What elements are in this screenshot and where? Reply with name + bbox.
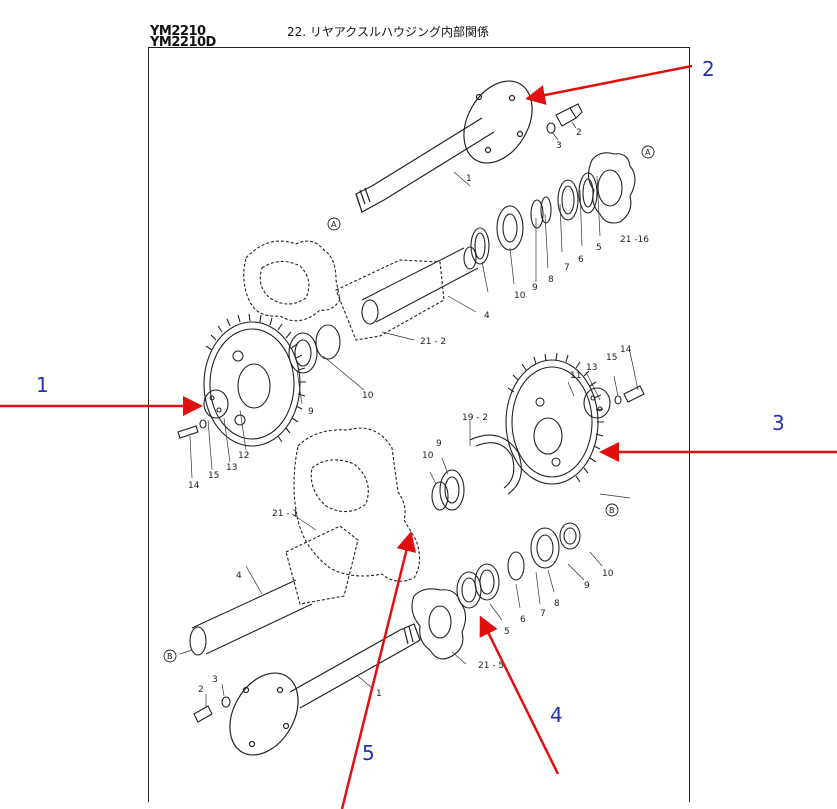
label-left-gear: 12 xyxy=(238,451,249,461)
callout-label-3: 3 xyxy=(772,411,785,435)
callout-arrow-2 xyxy=(525,64,693,105)
label-lower-seal: 6 xyxy=(520,615,526,625)
label-upper-ring8: 8 xyxy=(548,275,554,285)
label-lower-spacer: 10 xyxy=(602,569,614,579)
callout-label-2: 2 xyxy=(702,57,715,81)
callout-label-4: 4 xyxy=(550,703,563,727)
callout-arrow-4 xyxy=(479,615,560,775)
label-lower-bearing: 9 xyxy=(584,581,590,591)
svg-text:B: B xyxy=(167,652,173,661)
left-bolt xyxy=(177,419,207,439)
label-middle-bearing: 9 xyxy=(436,439,442,449)
right-bull-gear xyxy=(505,352,604,485)
label-lower-housing-ref: 21 - 1 xyxy=(272,509,298,519)
left-bull-gear xyxy=(203,313,306,447)
ref-circle-b-left: B xyxy=(163,649,177,663)
svg-text:A: A xyxy=(645,148,651,157)
label-upper-axle: 1 xyxy=(466,174,472,184)
label-upper-ring7: 7 xyxy=(564,263,570,273)
page-title: 22. リヤアクスルハウジング内部関係 xyxy=(287,25,489,39)
upper-housing xyxy=(243,240,445,341)
right-bolt xyxy=(614,385,645,405)
upper-bolt xyxy=(555,103,583,127)
label-lower-washer: 3 xyxy=(212,675,218,685)
label-left-bearing: 9 xyxy=(308,407,314,417)
lower-housing xyxy=(285,427,421,605)
lower-axle-tube xyxy=(189,579,313,656)
label-upper-bearing: 9 xyxy=(532,283,538,293)
label-right-bolt: 14 xyxy=(620,345,632,355)
label-left-plate: 13 xyxy=(226,463,237,473)
upper-axle-shaft xyxy=(355,80,533,213)
label-lower-ring7: 7 xyxy=(540,609,546,619)
label-right-washer: 15 xyxy=(606,353,617,363)
label-lower-tube: 4 xyxy=(236,571,242,581)
right-retaining-plate xyxy=(583,387,611,419)
middle-snap-ring xyxy=(469,434,522,495)
ref-circle-a-right: A xyxy=(641,145,655,159)
lower-bolt xyxy=(193,705,213,723)
upper-bearing-stack xyxy=(470,172,598,265)
label-snap-ref: 19 - 2 xyxy=(462,413,488,423)
label-upper-bolt: 2 xyxy=(576,128,582,138)
label-upper-housing-ref: 21 - 2 xyxy=(420,337,446,347)
svg-text:A: A xyxy=(331,220,337,229)
label-upper-tube: 4 xyxy=(484,311,490,321)
upper-lock-washer xyxy=(546,122,556,134)
callout-label-5: 5 xyxy=(362,741,375,765)
svg-text:B: B xyxy=(609,506,615,515)
label-lower-cover-ref: 21 - 5 xyxy=(478,661,504,671)
label-middle-spacer: 10 xyxy=(422,451,434,461)
label-left-bolt: 14 xyxy=(188,481,200,491)
label-upper-cover: 5 xyxy=(596,243,602,253)
ref-circle-b-right: B xyxy=(605,503,619,517)
upper-cover-plate xyxy=(587,152,636,224)
model-number-1: YM2210 xyxy=(150,24,206,39)
label-lower-bolt: 2 xyxy=(198,685,204,695)
lower-cover-plate xyxy=(411,588,467,660)
label-upper-spacer: 10 xyxy=(514,291,526,301)
lower-bearing-stack xyxy=(456,522,581,609)
model-number-2: YM2210D xyxy=(150,35,216,50)
left-bearing-pair xyxy=(288,324,341,374)
middle-bearing xyxy=(431,469,465,511)
left-retaining-plate xyxy=(203,389,229,419)
label-lower-ring8: 8 xyxy=(554,599,560,609)
drawing-border xyxy=(148,47,690,802)
callout-arrow-5 xyxy=(340,531,417,809)
ref-circle-a-left: A xyxy=(327,217,341,231)
label-left-washer: 15 xyxy=(208,471,219,481)
label-upper-washer: 3 xyxy=(556,141,562,151)
label-upper-cover-ref: 21 -16 xyxy=(620,235,649,245)
upper-axle-tube xyxy=(361,246,479,325)
lower-axle-shaft xyxy=(229,623,421,756)
label-left-spacer: 10 xyxy=(362,391,374,401)
label-lower-axle: 1 xyxy=(376,689,382,699)
label-right-gear: 11 xyxy=(570,371,581,381)
label-right-plate: 13 xyxy=(586,363,597,373)
leader-lines xyxy=(179,121,639,708)
callout-arrows xyxy=(0,64,837,809)
callout-label-1: 1 xyxy=(36,373,49,397)
label-upper-seal: 6 xyxy=(578,255,584,265)
lower-lock-washer xyxy=(221,696,231,708)
label-lower-cover: 5 xyxy=(504,627,510,637)
